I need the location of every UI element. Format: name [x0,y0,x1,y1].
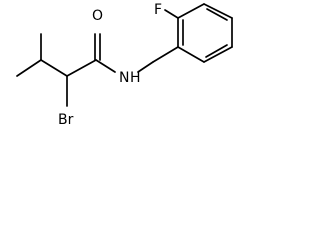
atom-nitrogen-label: N [119,70,129,86]
ring-bond-7 [177,46,205,63]
bond-ring-f [164,9,179,19]
ring-bond-1 [152,46,179,63]
bond-c5-n [95,59,116,73]
ring-inner-2 [206,8,228,21]
atom-oxygen-label: O [92,8,103,24]
bond-n-c6 [137,61,154,73]
atom-hydrogen-label: H [130,70,141,86]
bond-c4-c5 [66,59,97,77]
ring-bond-6 [203,46,233,63]
ring-bond-3 [177,3,205,19]
bond-c2-c3 [16,59,42,77]
atom-bromine-label: Br [58,112,74,128]
bond-c2-c4 [40,59,68,77]
ring-inner-3 [205,44,228,58]
molecule-structure: F O N H Br [16,2,233,128]
ring-bond-4 [203,3,233,19]
atom-fluorine-label: F [154,2,162,18]
